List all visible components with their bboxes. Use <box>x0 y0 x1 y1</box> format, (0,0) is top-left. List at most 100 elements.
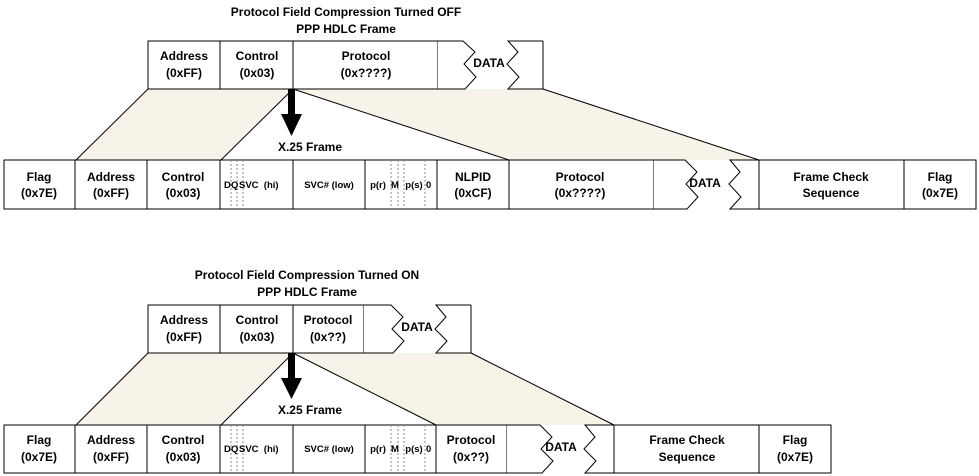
on-x25-zero-bit: 0 <box>426 444 431 455</box>
off-x25-frame <box>3 159 977 210</box>
on-x25-address-label: Address <box>87 433 135 447</box>
off-mapping-address-control <box>76 89 293 160</box>
on-x25-control-value: (0x03) <box>166 450 201 464</box>
off-ppp-protocol-label: Protocol <box>342 49 391 63</box>
off-x25-d-bit: D <box>224 180 231 191</box>
off-x25-address-label: Address <box>87 170 135 184</box>
on-x25-fcs-label: Frame Check <box>649 433 725 447</box>
on-title: Protocol Field Compression Turned ON <box>195 268 419 282</box>
on-x25-data-cell-right <box>583 424 614 474</box>
off-x25-flag-start-value: (0x7E) <box>21 186 57 200</box>
on-x25-ps: p(s) <box>405 444 422 455</box>
on-x25-address-cell <box>74 424 148 474</box>
on-x25-control-cell <box>146 424 221 474</box>
on-ppp-protocol-label: Protocol <box>304 313 353 327</box>
off-x25-svc-low: SVC# (low) <box>304 180 354 191</box>
off-title: Protocol Field Compression Turned OFF <box>231 5 461 19</box>
off-x25-fcs-value: Sequence <box>803 186 860 200</box>
off-x25-flag-end-value: (0x7E) <box>922 186 958 200</box>
off-ppp-control-cell <box>219 40 294 90</box>
off-x25-q-bit: Q <box>231 180 238 191</box>
on-ppp-address-cell <box>147 304 221 354</box>
off-x25-zero-bit: 0 <box>426 180 431 191</box>
off-x25-control-value: (0x03) <box>166 186 201 200</box>
off-x25-pr: p(r) <box>370 180 386 191</box>
on-ppp-control-label: Control <box>236 313 279 327</box>
off-ppp-data-label: DATA <box>473 56 505 70</box>
on-x25-bit-dividers <box>230 425 426 473</box>
on-ppp-control-cell <box>219 304 294 354</box>
on-ppp-address-value: (0xFF) <box>166 330 202 344</box>
off-x25-protocol-cell <box>508 159 655 210</box>
on-mapping-protocol-data <box>293 353 614 425</box>
off-x25-flag-start-cell <box>3 159 76 210</box>
off-ppp-control-label: Control <box>236 49 279 63</box>
on-x25-flag-end-value: (0x7E) <box>777 450 813 464</box>
off-x25-flag-start-label: Flag <box>27 170 52 184</box>
on-x25-d-bit: D <box>224 444 231 455</box>
off-ppp-frame <box>147 40 544 90</box>
off-x25-svc-hi: SVC (hi) <box>239 180 279 191</box>
on-x25-flag-start-cell <box>3 424 76 474</box>
off-ppp-protocol-value: (0x????) <box>341 66 392 80</box>
on-x25-data-label: DATA <box>545 440 577 454</box>
on-x25-m-bit: M <box>391 444 399 455</box>
off-ppp-address-label: Address <box>160 49 208 63</box>
on-x25-control-label: Control <box>162 433 205 447</box>
on-x25-svc-low-cell <box>292 424 366 474</box>
on-x25-pr: p(r) <box>370 444 386 455</box>
off-x25-ps: p(s) <box>405 180 422 191</box>
on-mapping-address-control <box>76 353 293 425</box>
on-section: Protocol Field Compression Turned ON PPP… <box>3 268 832 474</box>
off-x25-nlpid-label: NLPID <box>455 170 491 184</box>
off-x25-flag-end-cell <box>903 159 977 210</box>
off-x25-label: X.25 Frame <box>278 140 342 154</box>
on-x25-address-value: (0xFF) <box>93 450 129 464</box>
off-x25-fcs-cell <box>758 159 905 210</box>
off-x25-protocol-label: Protocol <box>556 170 605 184</box>
on-x25-protocol-value: (0x??) <box>453 450 489 464</box>
on-x25-protocol-label: Protocol <box>447 433 496 447</box>
on-x25-fcs-cell <box>613 424 760 474</box>
on-x25-data-cell-left <box>507 424 554 474</box>
off-x25-data-cell-left <box>654 159 699 210</box>
on-x25-q-bit: Q <box>231 444 238 455</box>
off-mapping-edge <box>220 88 294 161</box>
off-x25-svc-low-cell <box>292 159 366 210</box>
off-ppp-address-value: (0xFF) <box>166 66 202 80</box>
off-x25-address-cell <box>74 159 148 210</box>
off-ppp-protocol-cell <box>292 40 439 90</box>
on-mapping-edge <box>75 352 149 426</box>
on-ppp-address-label: Address <box>160 313 208 327</box>
on-x25-label: X.25 Frame <box>278 403 342 417</box>
off-subtitle: PPP HDLC Frame <box>296 22 396 36</box>
on-x25-svc-low: SVC# (low) <box>304 444 354 455</box>
on-x25-fcs-value: Sequence <box>659 450 716 464</box>
off-x25-data-label: DATA <box>689 176 721 190</box>
on-x25-flag-end-label: Flag <box>783 433 808 447</box>
on-down-arrow <box>281 353 302 399</box>
off-x25-bit-dividers <box>230 160 426 209</box>
on-ppp-control-value: (0x03) <box>240 330 275 344</box>
off-x25-control-label: Control <box>162 170 205 184</box>
on-x25-svc-hi: SVC (hi) <box>239 444 279 455</box>
off-section: Protocol Field Compression Turned OFF PP… <box>3 5 977 210</box>
on-x25-frame <box>3 424 832 474</box>
off-ppp-data-cell-right <box>506 40 544 90</box>
off-mapping-protocol-data <box>293 89 759 160</box>
off-x25-m-bit: M <box>391 180 399 191</box>
off-x25-fcs-label: Frame Check <box>793 170 869 184</box>
on-x25-flag-start-label: Flag <box>27 433 52 447</box>
off-mapping-edge <box>292 88 510 161</box>
off-x25-address-value: (0xFF) <box>93 186 129 200</box>
on-ppp-data-cell-right <box>434 304 472 354</box>
on-ppp-data-label: DATA <box>401 320 433 334</box>
on-x25-flag-end-cell <box>758 424 832 474</box>
off-x25-flag-end-label: Flag <box>928 170 953 184</box>
off-mapping-edge <box>542 88 760 161</box>
on-ppp-data-cell-left <box>364 304 405 354</box>
off-down-arrow <box>281 89 302 136</box>
off-mapping-edge <box>75 88 149 161</box>
on-x25-protocol-cell <box>435 424 508 474</box>
